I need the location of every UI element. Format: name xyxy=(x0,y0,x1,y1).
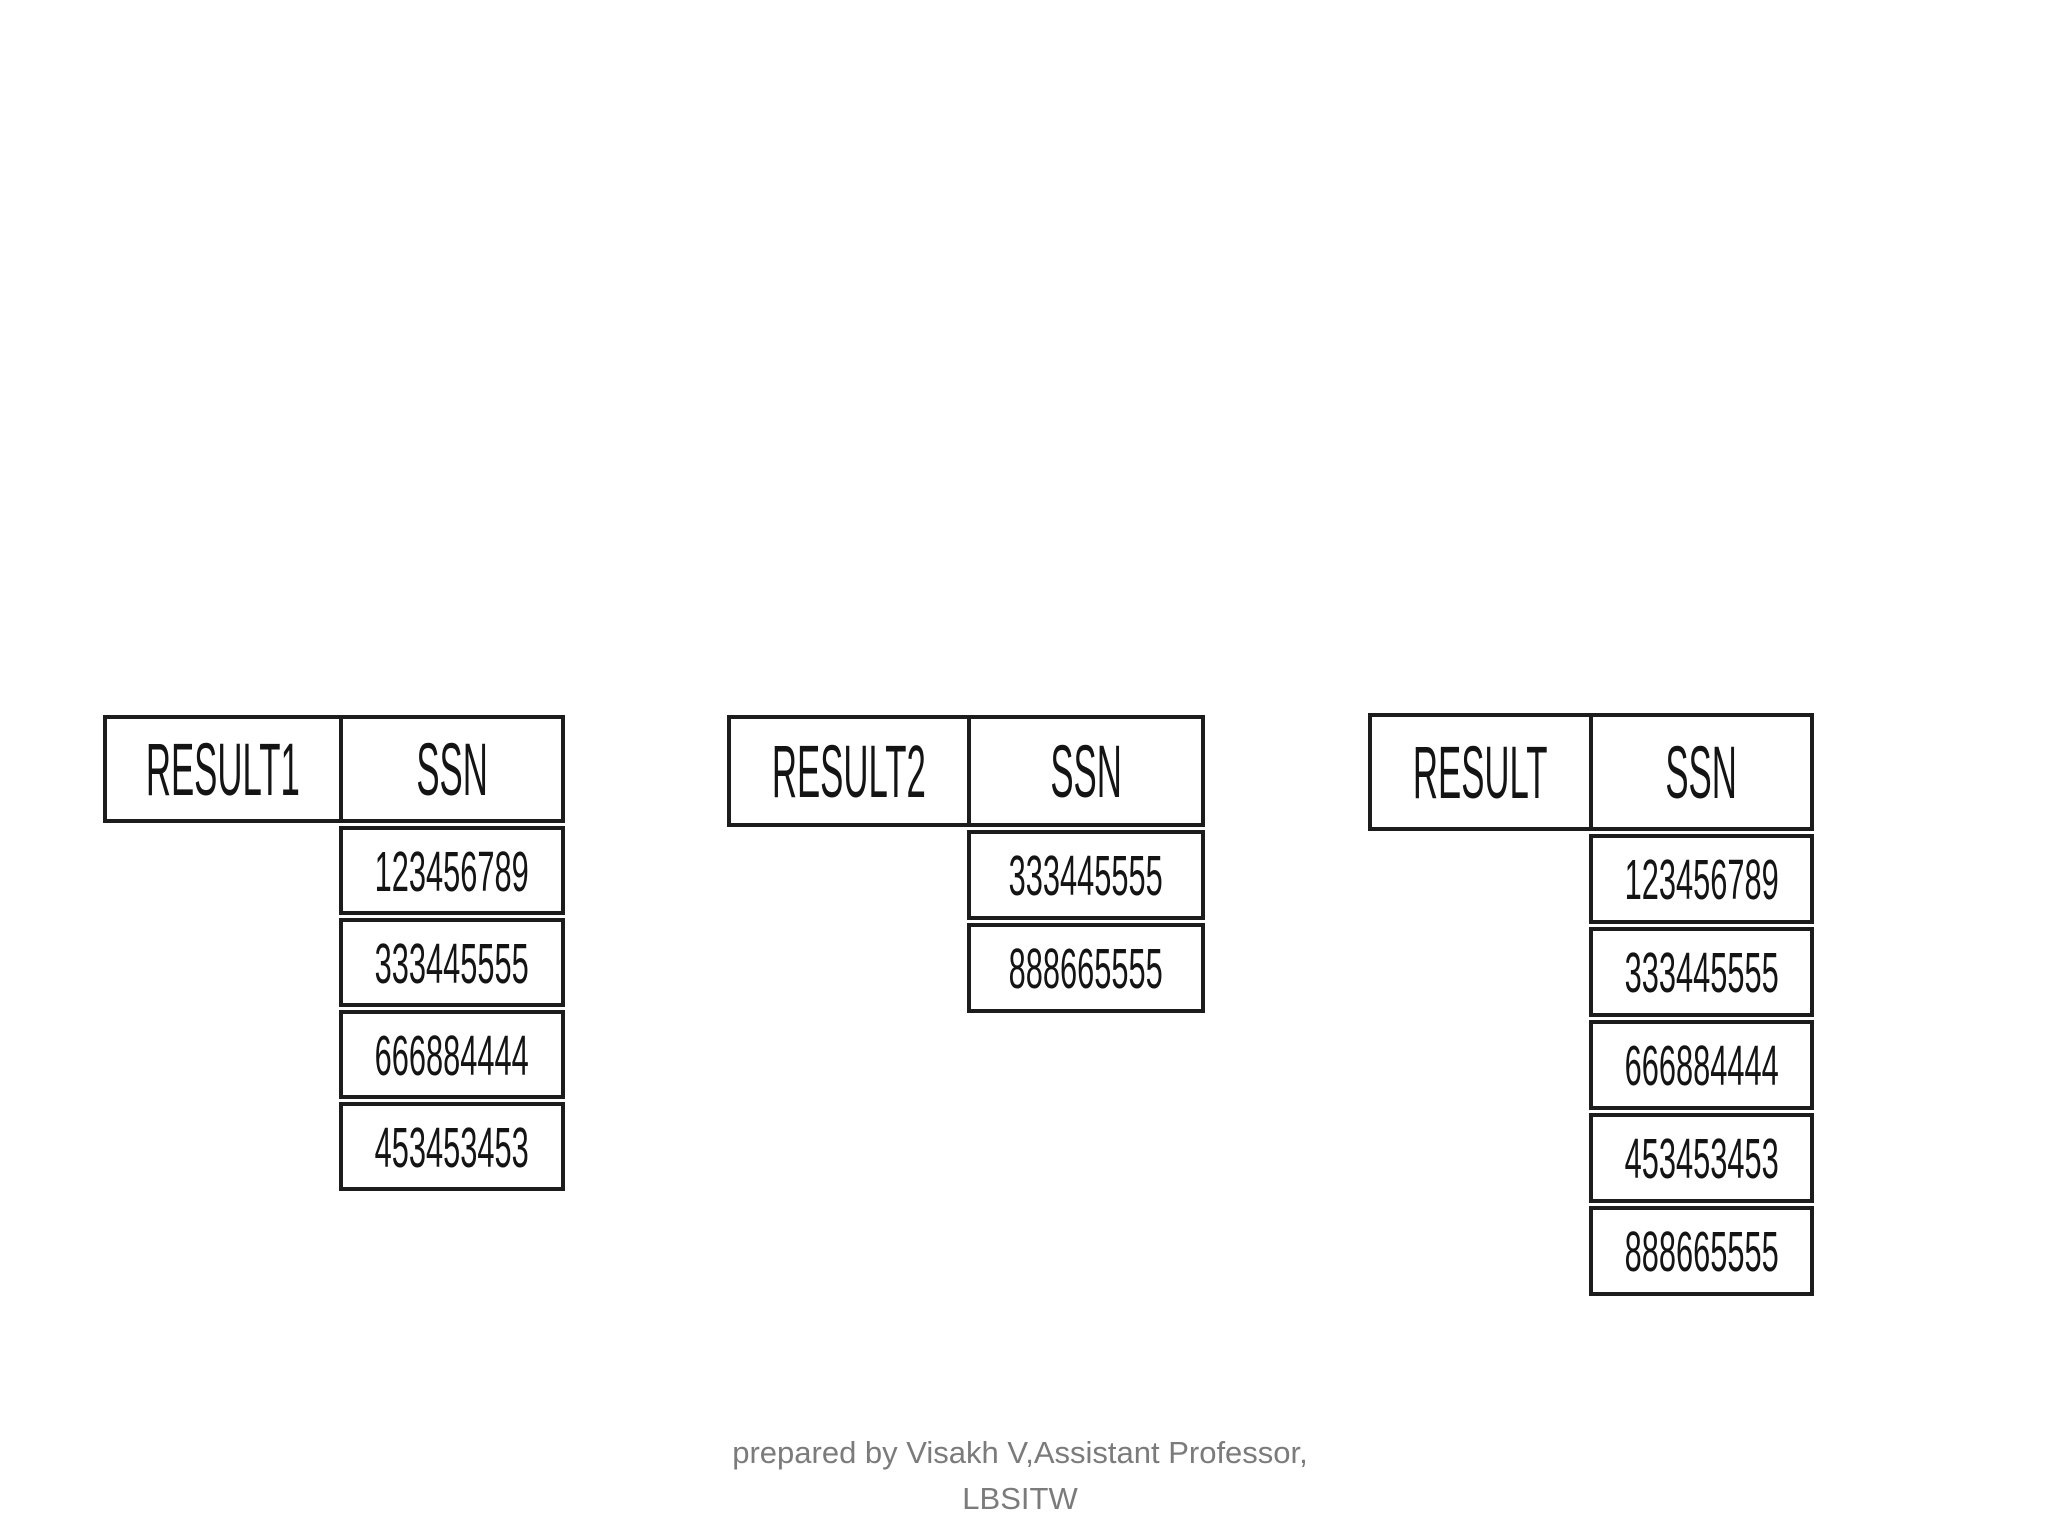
ssn-value: 453453453 xyxy=(374,1115,530,1180)
table-row: 666884444 xyxy=(1589,1020,1814,1110)
result2-rows: 333445555 888665555 xyxy=(967,827,1205,1013)
result2-table: RESULT2 SSN 333445555 888665555 xyxy=(727,715,1205,1013)
ssn-value: 333445555 xyxy=(1008,844,1164,908)
ssn-value: 123456789 xyxy=(1624,848,1779,912)
result1-rows: 123456789 333445555 666884444 453453453 xyxy=(339,823,565,1191)
result-title-cell: RESULT xyxy=(1368,713,1593,831)
ssn-value: 123456789 xyxy=(374,839,530,904)
ssn-value: 453453453 xyxy=(1624,1127,1779,1191)
footer-line-2: LBSITW xyxy=(962,1481,1078,1516)
footer-line-1: prepared by Visakh V,Assistant Professor… xyxy=(732,1435,1308,1470)
ssn-value: 333445555 xyxy=(1624,941,1779,1005)
ssn-value: 666884444 xyxy=(374,1023,530,1088)
result-table: RESULT SSN 123456789 333445555 666884444… xyxy=(1368,713,1814,1296)
table-title: RESULT1 xyxy=(146,727,300,811)
table-row: 888665555 xyxy=(967,923,1205,1013)
ssn-value: 666884444 xyxy=(1624,1034,1779,1098)
table-row: 453453453 xyxy=(1589,1113,1814,1203)
table-row: 333445555 xyxy=(967,830,1205,920)
result1-table: RESULT1 SSN 123456789 333445555 66688444… xyxy=(103,715,565,1191)
table-row: 123456789 xyxy=(1589,834,1814,924)
result-header-row: RESULT SSN xyxy=(1368,713,1814,831)
result-rows: 123456789 333445555 666884444 453453453 … xyxy=(1589,831,1814,1296)
ssn-value: 888665555 xyxy=(1624,1220,1779,1284)
result2-header-row: RESULT2 SSN xyxy=(727,715,1205,827)
result2-ssn-header-cell: SSN xyxy=(967,715,1205,827)
result1-header-row: RESULT1 SSN xyxy=(103,715,565,823)
result2-title-cell: RESULT2 xyxy=(727,715,971,827)
table-row: 333445555 xyxy=(339,918,565,1007)
result1-title-cell: RESULT1 xyxy=(103,715,343,823)
result1-ssn-header-cell: SSN xyxy=(339,715,565,823)
table-row: 453453453 xyxy=(339,1102,565,1191)
table-row: 888665555 xyxy=(1589,1206,1814,1296)
table-title: RESULT2 xyxy=(772,729,926,813)
column-header: SSN xyxy=(1050,729,1122,813)
table-row: 123456789 xyxy=(339,826,565,915)
result-ssn-header-cell: SSN xyxy=(1589,713,1814,831)
column-header: SSN xyxy=(416,727,488,811)
table-title: RESULT xyxy=(1413,730,1548,814)
table-row: 333445555 xyxy=(1589,927,1814,1017)
table-row: 666884444 xyxy=(339,1010,565,1099)
ssn-value: 333445555 xyxy=(374,931,530,996)
column-header: SSN xyxy=(1665,730,1738,814)
footer-credit: prepared by Visakh V,Assistant Professor… xyxy=(520,1430,1520,1522)
ssn-value: 888665555 xyxy=(1008,937,1164,1001)
